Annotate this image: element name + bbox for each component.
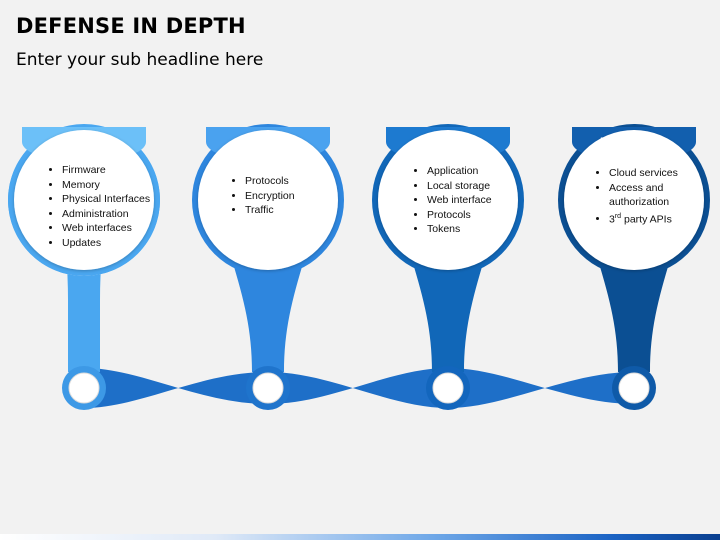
list-item: Web interface	[427, 193, 537, 208]
list-item: Memory	[62, 178, 182, 193]
footer-gradient-bar	[0, 534, 720, 540]
list-item: Physical Interfaces	[62, 192, 182, 207]
list-item: Administration	[62, 207, 182, 222]
list-item: Access and authorization	[609, 181, 705, 210]
column-mobile	[372, 124, 524, 410]
content-circle-mobile	[378, 130, 518, 270]
mobile-item-list: Application Local storage Web interface …	[411, 164, 537, 237]
label-device: Device	[62, 134, 106, 150]
label-mobile: Mobile	[427, 134, 469, 150]
list-item: Tokens	[427, 222, 537, 237]
list-item: 3rd party APIs	[609, 210, 705, 227]
connector-band	[84, 368, 634, 408]
list-item: Encryption	[245, 189, 355, 204]
list-item: Protocols	[245, 174, 355, 189]
column-device	[8, 124, 160, 410]
content-circle-ecosystem	[564, 130, 704, 270]
list-item: Web interfaces	[62, 221, 182, 236]
slide-subtitle: Enter your sub headline here	[16, 50, 264, 70]
list-item: Application	[427, 164, 537, 179]
network-item-list: Protocols Encryption Traffic	[229, 174, 355, 218]
column-ecosystem	[558, 124, 710, 410]
node-inner-network	[252, 372, 284, 404]
list-item: Updates	[62, 236, 182, 251]
ecosystem-item-list: Cloud services Access and authorization …	[593, 166, 705, 227]
label-network: Network	[242, 134, 294, 150]
column-network	[192, 124, 344, 410]
node-inner-device	[68, 372, 100, 404]
content-circle-network	[198, 130, 338, 270]
node-inner-mobile	[432, 372, 464, 404]
slide-title: DEFENSE IN DEPTH	[16, 14, 246, 38]
label-ecosystem: Ecosystem	[599, 134, 669, 150]
node-inner-ecosystem	[618, 372, 650, 404]
list-item: Cloud services	[609, 166, 705, 181]
device-item-list: Firmware Memory Physical Interfaces Admi…	[46, 163, 182, 250]
connector-chain	[84, 368, 634, 408]
content-circle-device	[14, 130, 154, 270]
pin-stem-ecosystem	[598, 260, 670, 372]
pin-stem-mobile	[412, 260, 484, 372]
list-item: Protocols	[427, 208, 537, 223]
list-item: Traffic	[245, 203, 355, 218]
pin-stem-network	[232, 260, 304, 372]
list-item: Firmware	[62, 163, 182, 178]
list-item: Local storage	[427, 179, 537, 194]
